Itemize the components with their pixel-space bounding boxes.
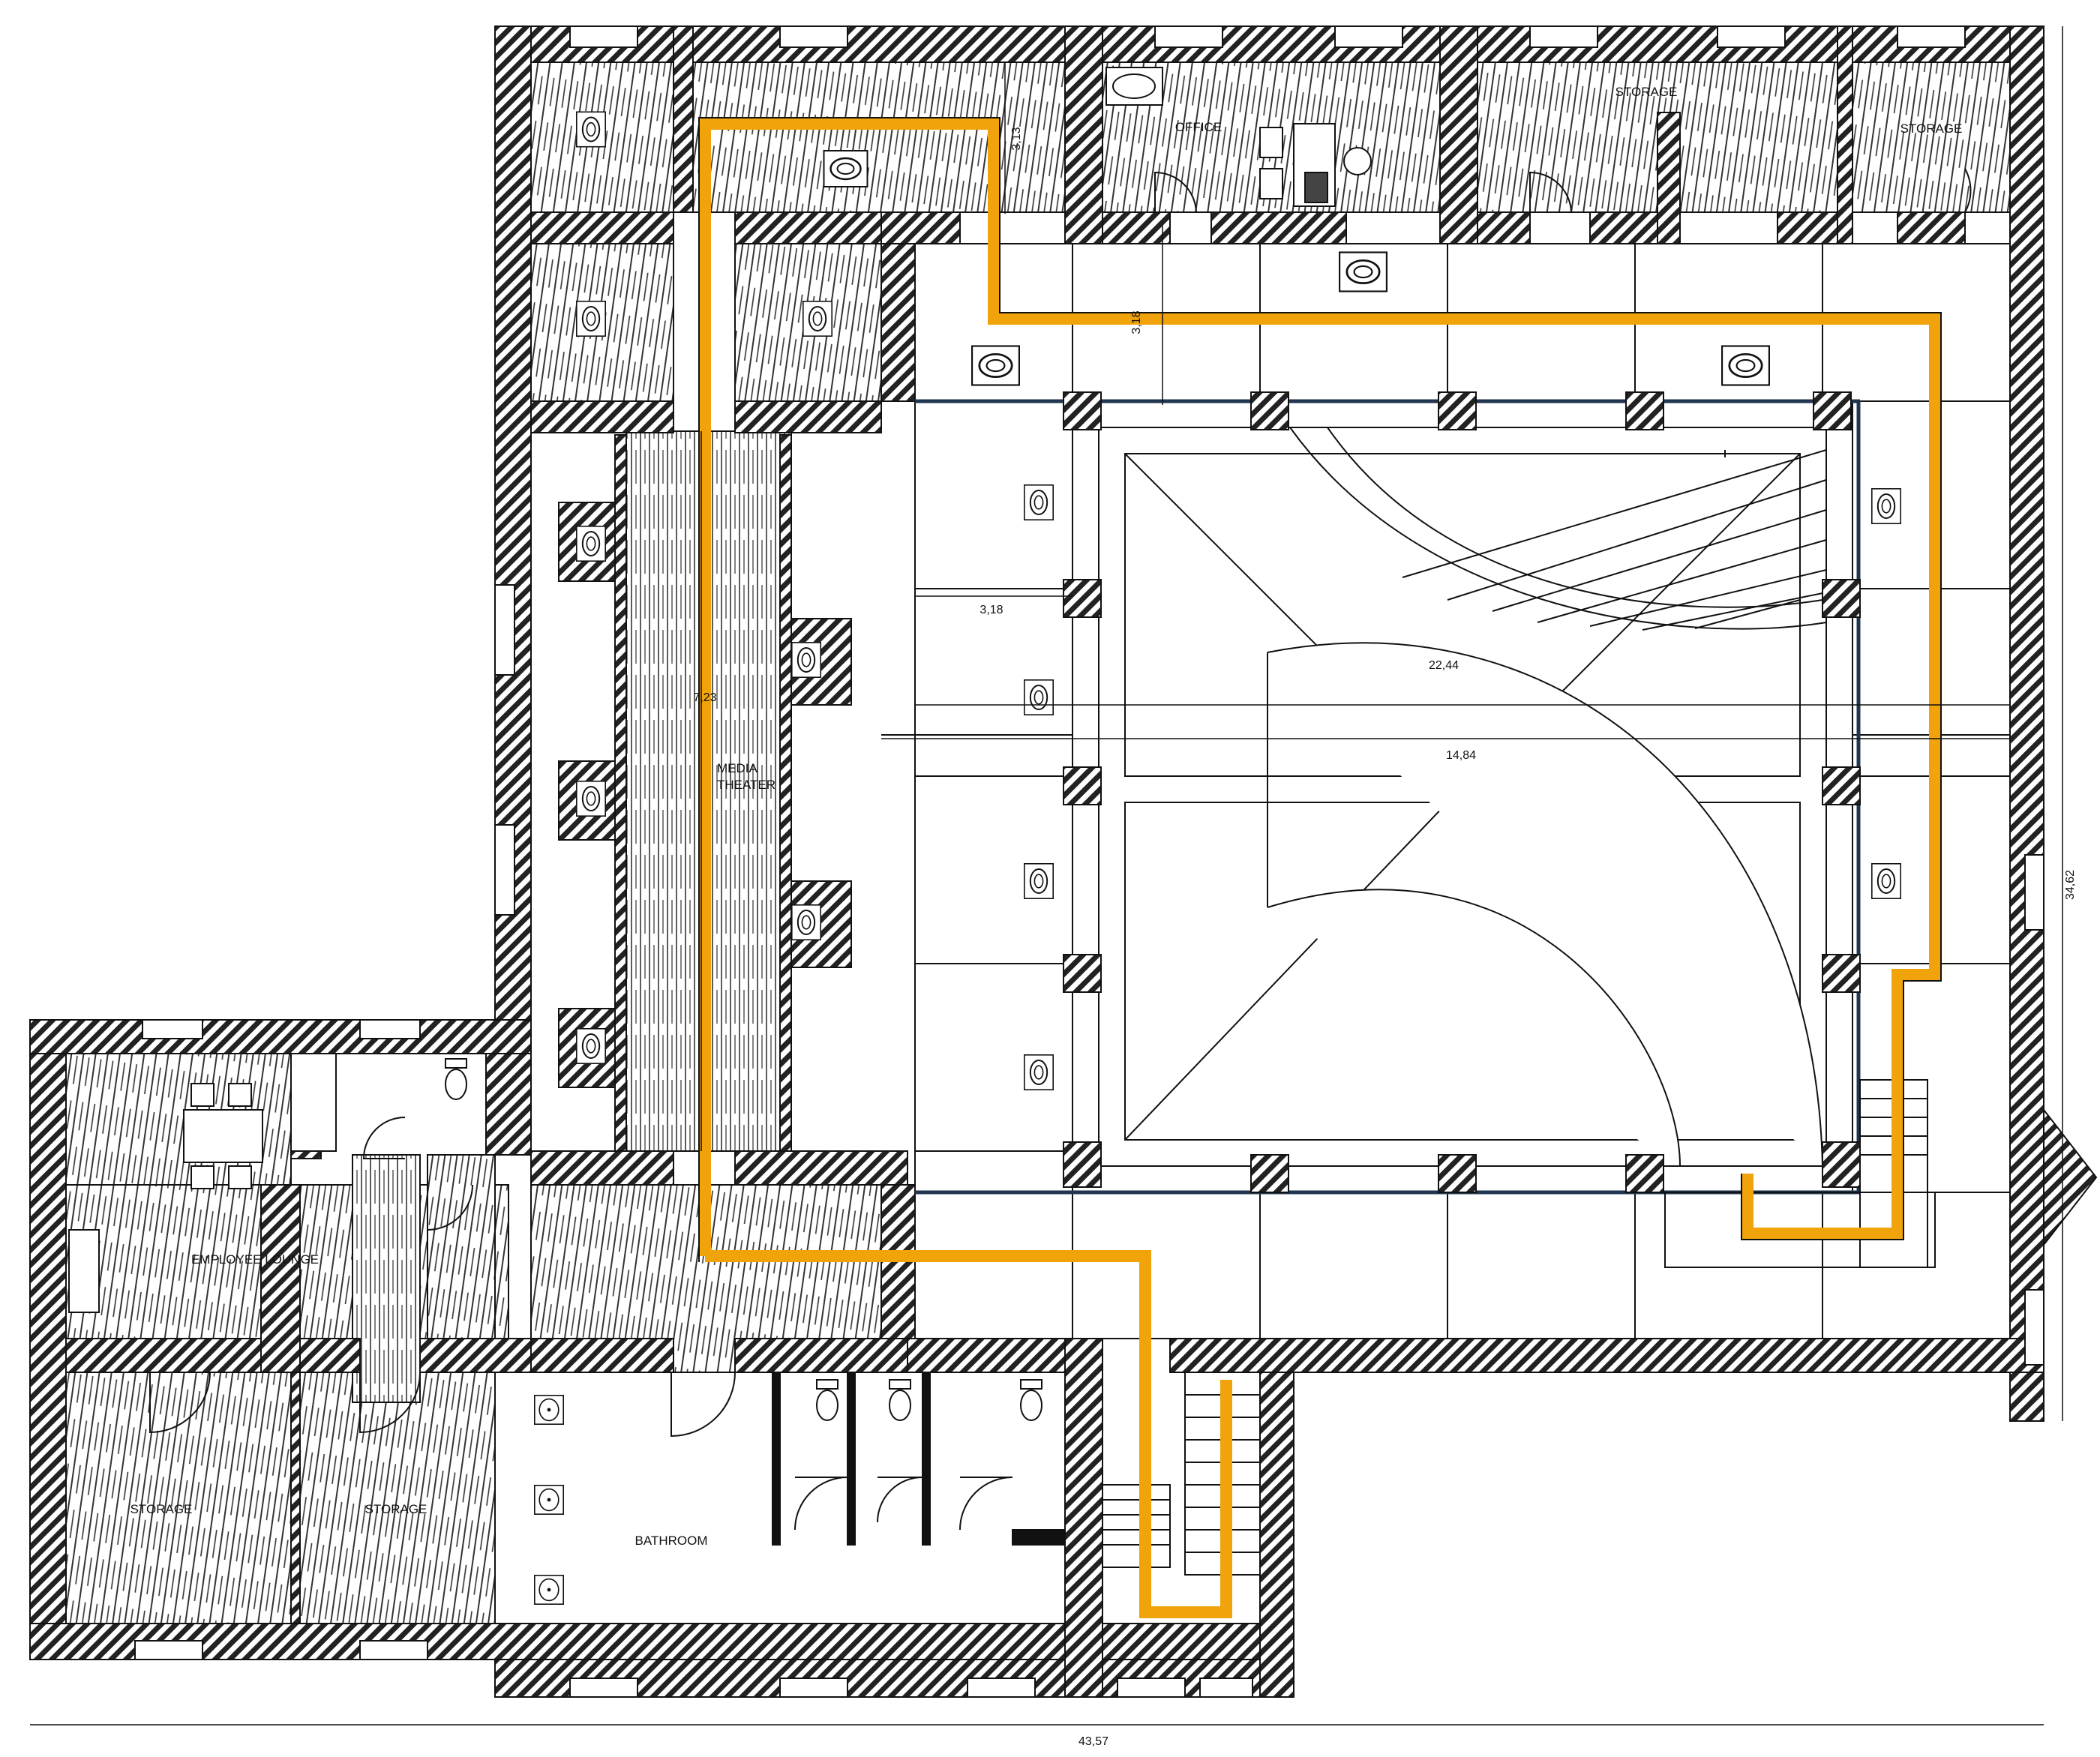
east-wall [2009,25,2044,1422]
storage-bottom-left-floor [65,1372,292,1624]
label-employee-lounge: EMPLOYEE LOUNGE [191,1252,319,1267]
label-office: OFFICE [1175,120,1222,134]
label-storage-top-right: STORAGE [1900,121,1963,136]
light-fixture-icon [1024,1054,1054,1091]
light-fixture-icon [1024,679,1054,716]
light-fixture-icon [576,111,606,148]
sink-icon [534,1395,564,1425]
light-fixture-icon [791,641,821,679]
kitchen-sink-icon [68,1229,100,1313]
dim-43-57: 43,57 [1078,1735,1108,1748]
light-fixture-icon [971,345,1020,386]
lounge-north-wall [29,1019,532,1054]
label-bathroom: BATHROOM [635,1534,708,1548]
dim-34-62: 34,62 [2064,870,2077,900]
dim-7-23: 7,23 [693,691,716,704]
light-fixture-icon [576,780,606,817]
toilet-icon [816,1379,838,1421]
sink-icon [534,1485,564,1515]
stair-block-east-wall [1259,1338,1294,1698]
toilet-icon [889,1379,911,1421]
sink-icon [534,1575,564,1605]
toilet-icon [445,1058,467,1100]
toilet-icon [1020,1379,1042,1421]
light-fixture-icon [791,904,821,941]
columns [1063,391,1861,1193]
label-storage-top-left: STORAGE [1616,85,1678,99]
dim-14-84: 14,84 [1446,749,1476,762]
label-storage-bottom-left: STORAGE [130,1502,193,1516]
light-fixture-icon [576,1027,606,1065]
circulation-path [699,118,1941,1618]
light-fixture-icon [1024,862,1054,900]
door-swing-icon [149,168,1972,1531]
dim-3-18-left: 3,18 [980,604,1003,616]
office-furniture [1106,67,1372,207]
light-fixture-icon [576,300,606,337]
light-fixture-icon [1871,862,1901,900]
north-wall [494,25,2044,63]
light-fixture-icon [1024,484,1054,521]
label-media-theater-1: MEDIA [717,761,758,775]
light-fixture-icon [802,300,832,337]
theater-seating-right [779,434,852,1152]
dim-22-44: 22,44 [1429,659,1459,672]
room-top-corridor [673,61,1066,213]
room-labels: OFFICE STORAGE STORAGE MEDIA THEATER EMP… [130,85,1963,1548]
sinks [68,1083,564,1605]
dim-3-13: 3,13 [1010,127,1023,150]
hall-south-wall [1169,1338,2044,1373]
label-media-theater-2: THEATER [717,778,776,792]
room-storage-top-right-floor [1852,61,2011,213]
lounge-storage-corridor [352,1154,421,1403]
lounge-table [183,1053,337,1189]
east-bay [2043,1108,2098,1247]
interior-walls [65,25,1966,1698]
light-fixture-icon [1871,487,1901,525]
light-fixture-icon [576,525,606,562]
lounge-corridor [427,1154,496,1339]
circulation-path-edge [698,117,1942,1262]
windows [134,25,2044,1698]
dimension-lines [30,26,2063,1726]
label-storage-bottom-mid: STORAGE [365,1502,428,1516]
light-fixture-icon [1339,251,1388,292]
dim-3-18-top: 3,18 [1130,310,1143,334]
dimension-labels: 3,13 3,18 3,18 22,44 14,84 7,23 34,62 43… [693,127,2077,1748]
light-fixture-icon [1721,345,1770,386]
light-fixture-icon [823,150,868,187]
storage-bottom-mid-floor [299,1372,496,1624]
hall-south-wall-left [907,1338,1096,1373]
central-stage [1072,400,1853,1193]
lounge-west-wall [29,1019,67,1658]
